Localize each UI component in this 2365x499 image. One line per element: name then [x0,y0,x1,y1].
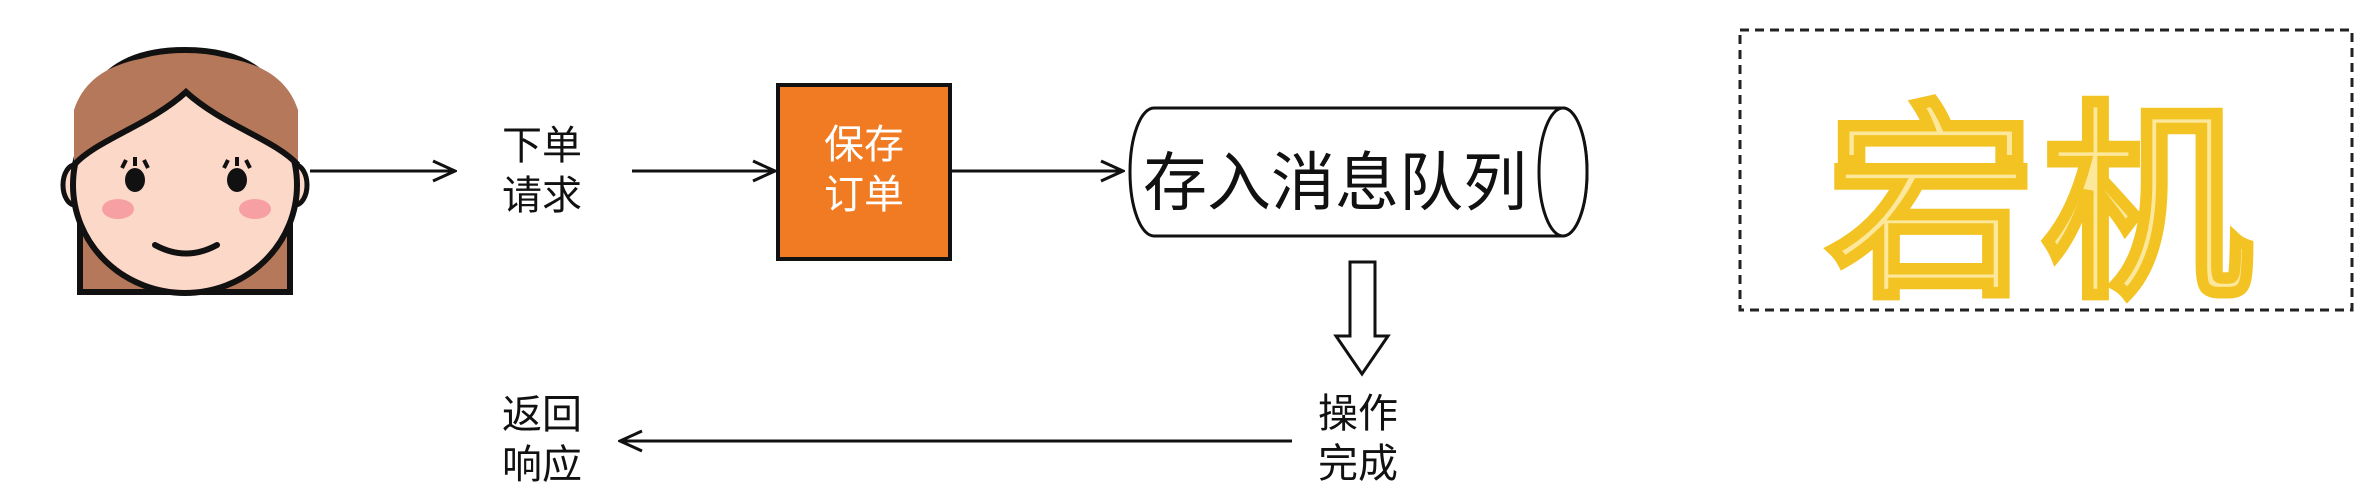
crash-frame [1738,28,2354,312]
place-order-label: 下单 请求 [502,123,582,219]
save-order-box [776,83,952,261]
user-avatar-icon [60,46,310,296]
hollow-down-arrow [1333,260,1391,377]
save-order-label: 保存 订单 [824,122,904,218]
message-queue-cylinder [1128,106,1589,238]
crash-banner: 宕机 [1823,81,2259,331]
operation-done-label: 操作 完成 [1318,391,1398,487]
return-response-label: 返回 响应 [502,392,582,488]
enqueue-label: 存入消息队列 [1143,147,1527,221]
